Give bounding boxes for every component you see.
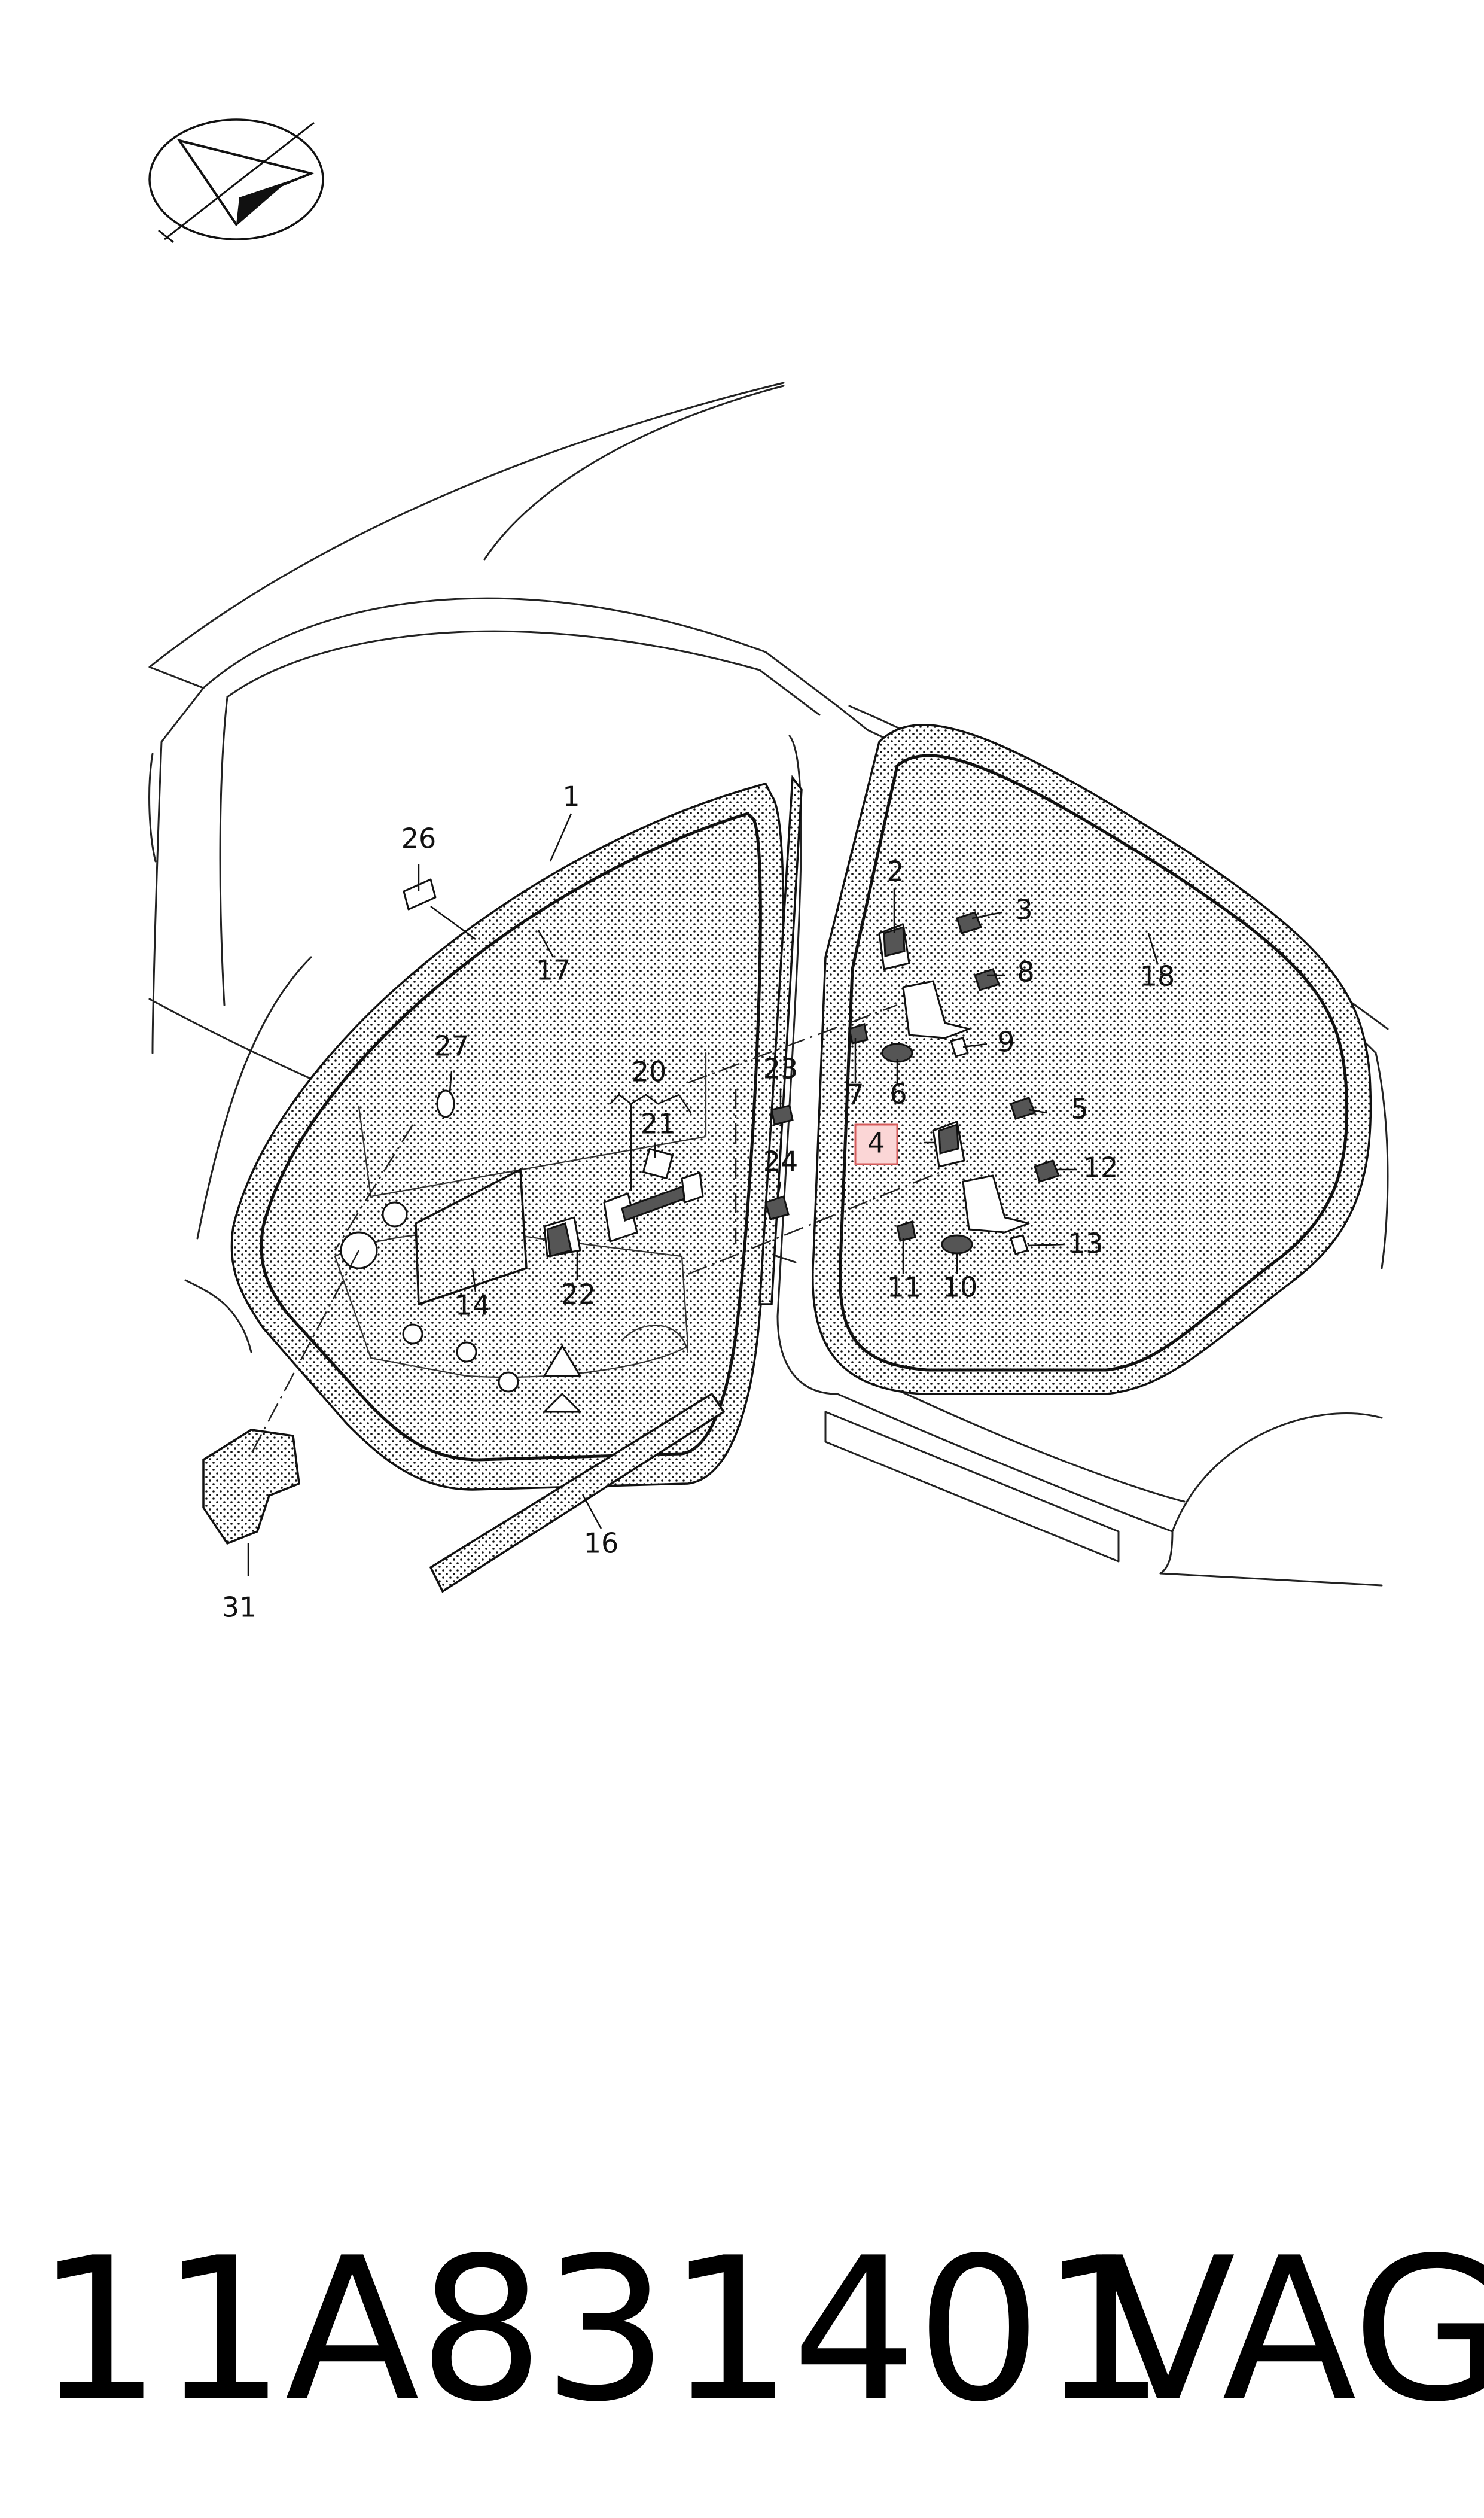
callout-11: 11 — [887, 1271, 922, 1304]
brand-label: VAG — [1101, 2215, 1484, 2445]
callout-17: 17 — [536, 954, 571, 987]
callout-14: 14 — [455, 1289, 490, 1322]
callout-10: 10 — [943, 1271, 978, 1304]
callout-20: 20 — [632, 1056, 667, 1088]
part-number: 11A831401 — [36, 2215, 1166, 2445]
callout-6: 6 — [889, 1078, 907, 1110]
body-opening — [839, 754, 1349, 1372]
callout-2: 2 — [886, 855, 904, 888]
callout-18: 18 — [1140, 960, 1175, 992]
grommet — [436, 1089, 455, 1118]
leader-lines — [247, 813, 1159, 1576]
rear-door — [184, 775, 803, 1491]
callout-3: 3 — [1015, 894, 1032, 926]
callout-13: 13 — [1068, 1228, 1104, 1260]
callout-5: 5 — [1071, 1093, 1088, 1125]
callouts: 1 2 3 4 5 6 7 8 9 10 11 12 13 14 16 17 1… — [222, 781, 1175, 1624]
bolts — [764, 1104, 794, 1220]
callout-12: 12 — [1083, 1152, 1119, 1184]
callout-27: 27 — [434, 1030, 470, 1062]
callout-31: 31 — [222, 1591, 257, 1624]
callout-16: 16 — [584, 1527, 619, 1560]
emblem — [403, 878, 437, 911]
highlight-box — [854, 1123, 898, 1165]
callout-8: 8 — [1017, 956, 1034, 988]
sound-absorber — [415, 1168, 528, 1306]
lower-hinge — [896, 1097, 1060, 1255]
callout-1: 1 — [562, 781, 580, 813]
callout-23: 23 — [763, 1053, 799, 1085]
callout-7: 7 — [846, 1079, 864, 1111]
callout-24: 24 — [763, 1146, 799, 1178]
callout-26: 26 — [401, 823, 437, 855]
body-seal — [812, 724, 1372, 1395]
callout-4: 4 — [867, 1127, 885, 1159]
callout-9: 9 — [997, 1026, 1014, 1058]
assembly-lines — [250, 1004, 940, 1454]
direction-arrow-icon — [148, 118, 324, 243]
upper-hinge — [848, 911, 1000, 1063]
bracket — [202, 1429, 300, 1545]
door-check — [543, 1148, 704, 1258]
sill-trim — [429, 1392, 726, 1593]
callout-21: 21 — [641, 1108, 676, 1140]
callout-22: 22 — [561, 1278, 596, 1311]
